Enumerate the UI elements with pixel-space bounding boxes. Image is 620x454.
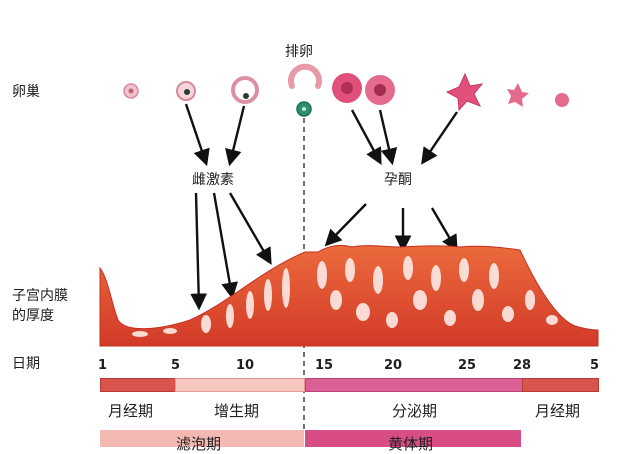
phase-secretory-label: 分泌期 bbox=[392, 402, 438, 420]
estrogen-label: 雌激素 bbox=[192, 172, 234, 188]
day-tick: 28 bbox=[513, 358, 532, 373]
ovulation-label: 排卵 bbox=[285, 44, 313, 60]
menses-bar-2 bbox=[522, 378, 599, 392]
endometrium-label-line2: 的厚度 bbox=[12, 308, 54, 324]
day-tick: 20 bbox=[384, 358, 403, 373]
follicle-development-row bbox=[123, 63, 569, 117]
ruptured-follicle-icon bbox=[288, 63, 322, 89]
date-label: 日期 bbox=[12, 356, 40, 372]
corpus-albicans-icon bbox=[507, 83, 529, 107]
menses-bar bbox=[100, 378, 176, 392]
day-tick: 15 bbox=[315, 358, 334, 373]
proliferative-bar bbox=[175, 378, 305, 392]
progesterone-label: 孕酮 bbox=[384, 172, 412, 188]
day-tick: 10 bbox=[236, 358, 255, 373]
day-tick: 1 bbox=[98, 358, 108, 373]
secretory-bar bbox=[305, 378, 523, 392]
small-follicle-icon bbox=[555, 93, 569, 107]
endometrium-layer bbox=[99, 244, 599, 347]
luteal-phase-label: 黄体期 bbox=[388, 435, 434, 453]
estrogen-arrows bbox=[184, 103, 272, 311]
phase-menses-label: 月经期 bbox=[108, 402, 154, 420]
phase-proliferative-label: 增生期 bbox=[214, 402, 260, 420]
follicular-phase-label: 滤泡期 bbox=[176, 435, 222, 453]
day-tick: 5 bbox=[171, 358, 181, 373]
regressing-corpus-luteum-icon bbox=[445, 72, 484, 112]
ovary-label: 卵巢 bbox=[12, 84, 40, 100]
progesterone-arrows bbox=[324, 109, 458, 253]
day-tick: 25 bbox=[458, 358, 477, 373]
follicular-phase-band bbox=[100, 430, 304, 447]
luteal-phase-band bbox=[305, 430, 521, 447]
day-tick: 5 bbox=[590, 358, 600, 373]
phase-menses-label-2: 月经期 bbox=[535, 402, 581, 420]
endometrium-label-line1: 子宫内膜 bbox=[12, 288, 68, 304]
secondary-follicle-icon bbox=[231, 76, 259, 104]
